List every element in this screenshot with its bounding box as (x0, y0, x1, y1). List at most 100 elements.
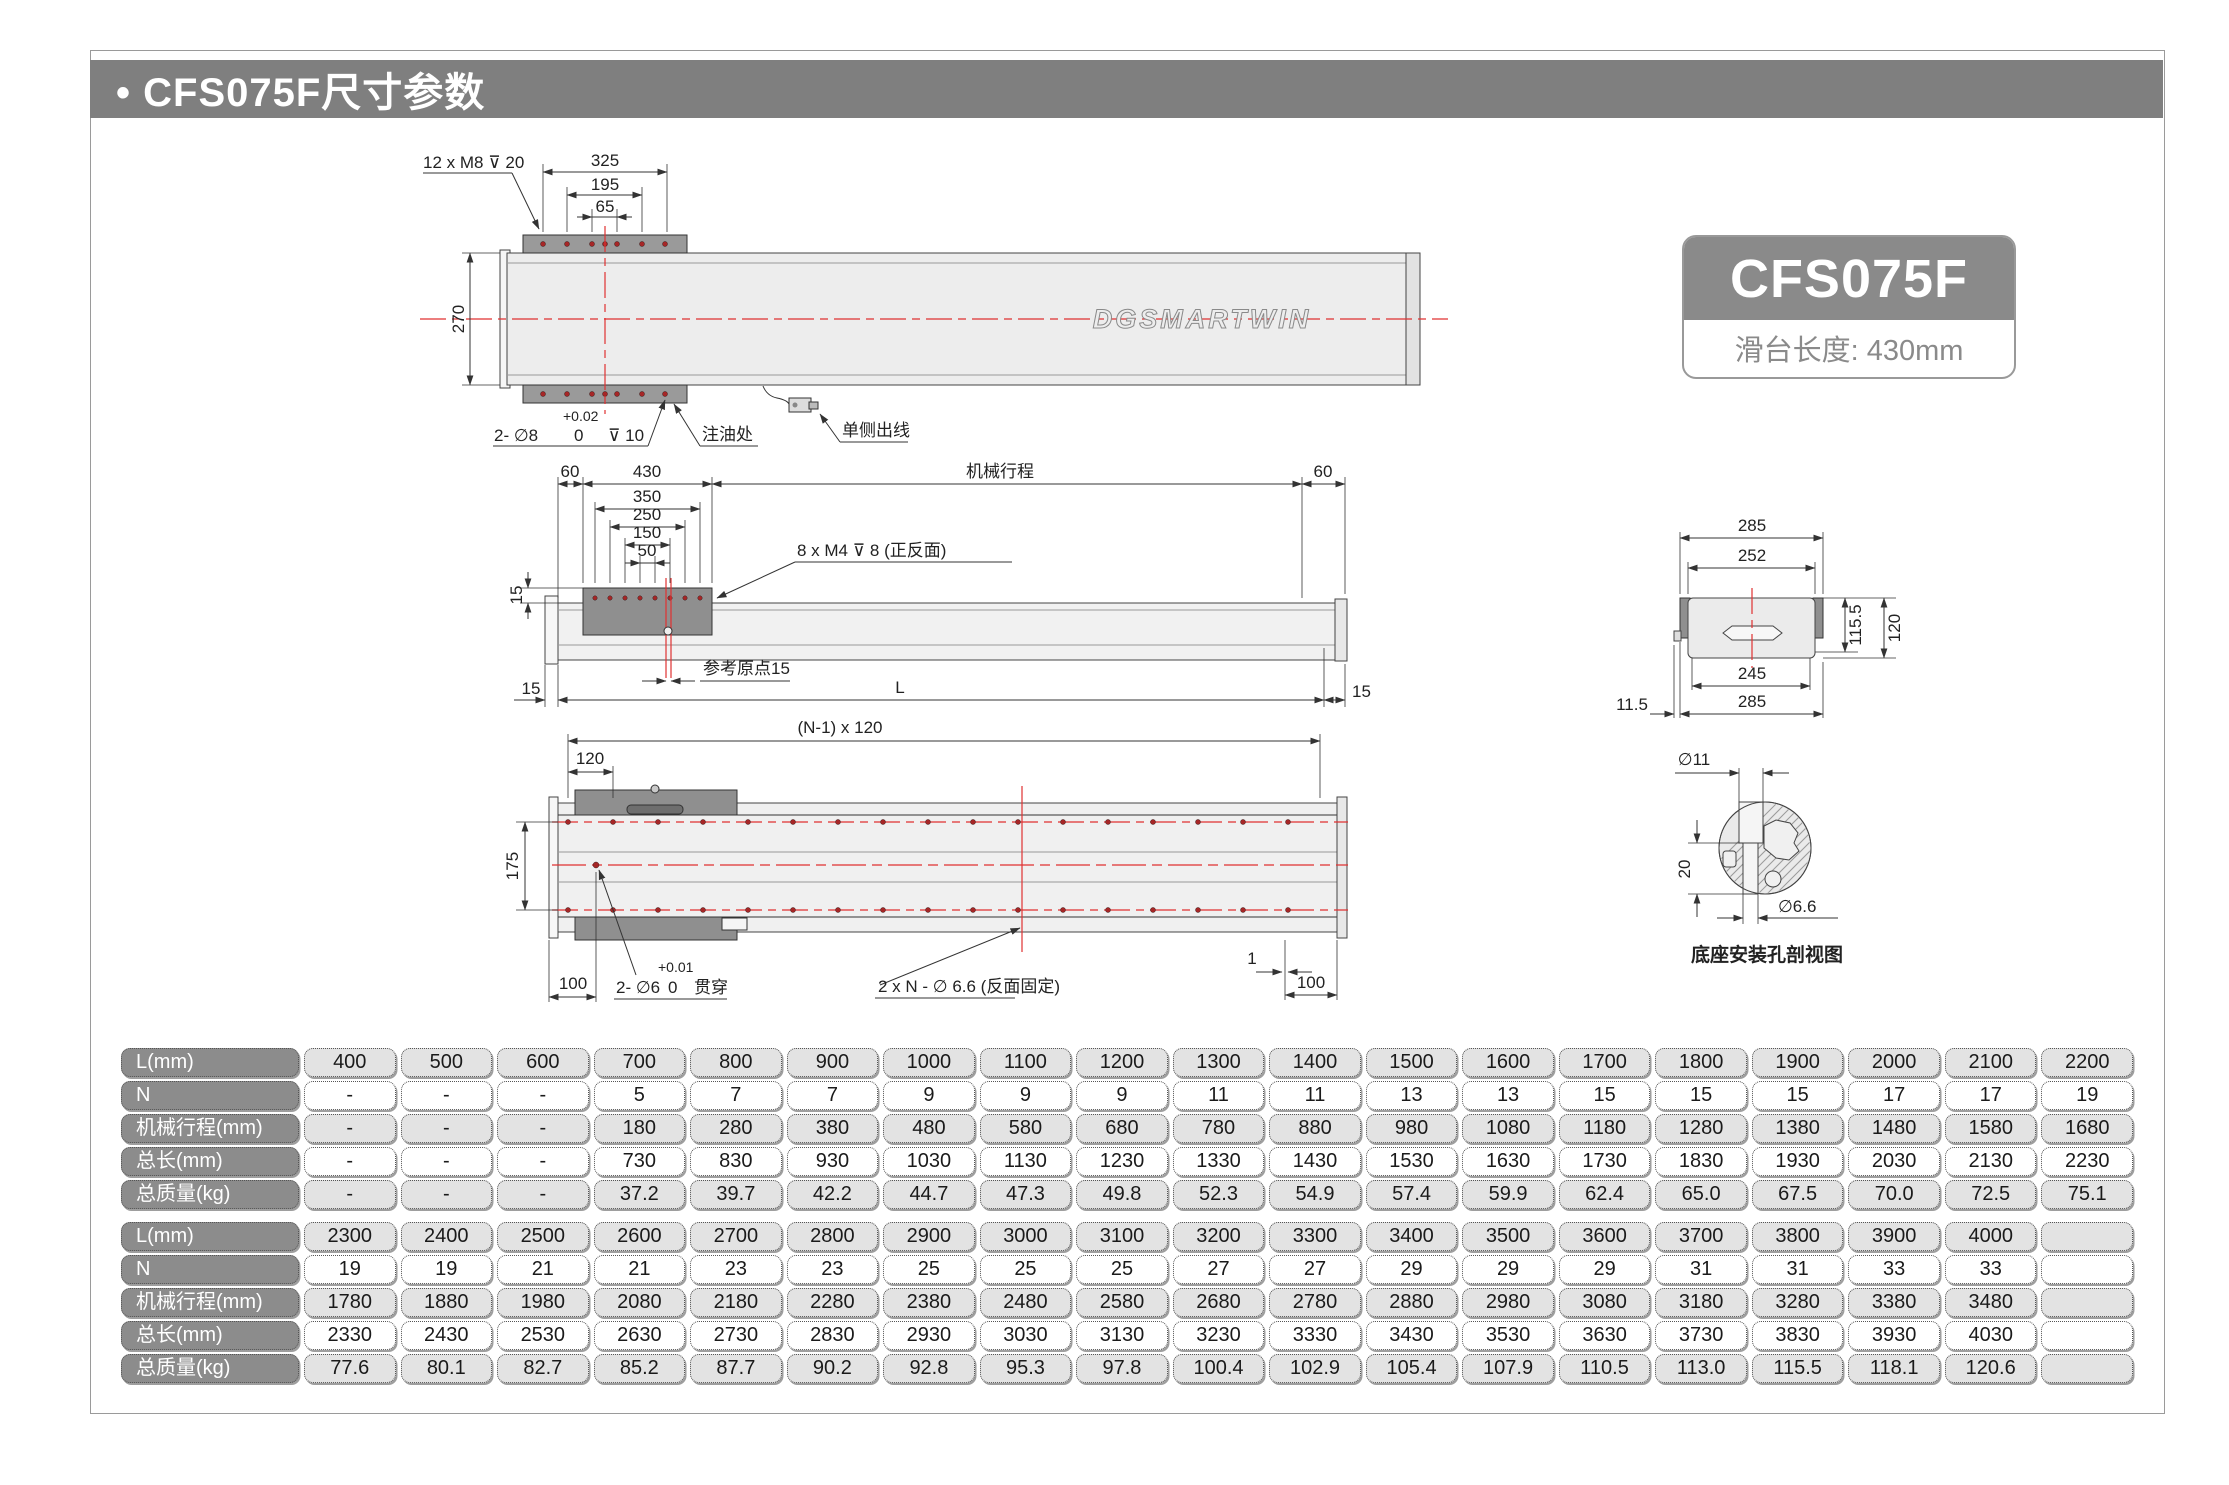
value-cell: 70.0 (1848, 1180, 1940, 1209)
drawing-bottom-view: (N-1) x 120 120 175 100 2- ∅6 +0.01 0 贯穿… (503, 718, 1348, 1002)
value-cell: 2330 (304, 1321, 396, 1350)
value-cell: 100.4 (1172, 1354, 1265, 1383)
value-cell: 1180 (1558, 1114, 1651, 1143)
value-cell: 3130 (1076, 1321, 1168, 1350)
value-cell: 1580 (1944, 1114, 2037, 1143)
value-cell: 800 (690, 1048, 782, 1077)
sensor-rail-bump (1673, 630, 1682, 642)
brand-logo: DGSMARTWIN (1093, 304, 1312, 334)
value-cell: 2000 (1848, 1048, 1940, 1077)
cable-label: 单侧出线 (842, 421, 910, 440)
value-cell: 4000 (1944, 1222, 2037, 1251)
through-hole (1742, 842, 1759, 895)
dim-120: 120 (576, 749, 604, 768)
value-cell: 62.4 (1558, 1180, 1651, 1209)
value-cell: 80.1 (400, 1354, 493, 1383)
dim-15-bottom-right: 15 (1352, 682, 1371, 701)
value-cell: 21 (497, 1255, 589, 1284)
value-cell (2041, 1222, 2133, 1251)
plate-notch (721, 917, 748, 931)
pin-tol-lower: 0 (574, 426, 583, 445)
dim-L: L (895, 678, 904, 697)
slider-length-label: 滑台长度: 430mm (1734, 334, 1964, 367)
value-cell: 77.6 (304, 1354, 396, 1383)
value-cell: 31 (1751, 1255, 1844, 1284)
value-cell: 3280 (1751, 1288, 1844, 1317)
value-cell: 3630 (1558, 1321, 1651, 1350)
value-cell: 900 (786, 1048, 879, 1077)
dim-285-top: 285 (1738, 516, 1766, 535)
value-cell: 2600 (593, 1222, 686, 1251)
model-badge: CFS075F 滑台长度: 430mm (1682, 235, 2016, 379)
hatch-pattern (1720, 803, 1810, 893)
value-cell: 780 (1172, 1114, 1265, 1143)
dimension-lines (423, 164, 908, 447)
value-cell: 4030 (1944, 1321, 2037, 1350)
value-cell: 500 (400, 1048, 493, 1077)
value-cell: 280 (690, 1114, 782, 1143)
value-cell: 3830 (1751, 1321, 1844, 1350)
small-bore (1764, 870, 1782, 888)
value-cell: 2800 (786, 1222, 879, 1251)
slider-plate-bottom (574, 916, 738, 941)
value-cell: 1630 (1462, 1147, 1554, 1176)
dimension-lines (516, 734, 1338, 1002)
value-cell: 3600 (1558, 1222, 1651, 1251)
dimension-lines (1650, 532, 1896, 718)
dim-60-right: 60 (1314, 462, 1333, 481)
value-cell: 1080 (1462, 1114, 1554, 1143)
value-cell: 2400 (400, 1222, 493, 1251)
dim-50: 50 (638, 541, 657, 560)
base-mounting-holes (565, 819, 1291, 913)
value-cell: - (304, 1081, 396, 1110)
technical-drawing: DGSMARTWIN (420, 151, 1904, 1002)
dim-15-bottom-left: 15 (522, 679, 541, 698)
value-cell: - (304, 1147, 396, 1176)
drawing-section-view: 285 252 115.5 120 245 285 11.5 (1616, 516, 1904, 718)
value-cell: 700 (593, 1048, 686, 1077)
value-cell: 9 (883, 1081, 975, 1110)
value-cell: 54.9 (1269, 1180, 1361, 1209)
hole-tol-upper: +0.01 (658, 959, 694, 975)
value-cell: 67.5 (1751, 1180, 1844, 1209)
section-title: • CFS075F尺寸参数 (116, 71, 486, 115)
value-cell: 1380 (1751, 1114, 1844, 1143)
right-end-plate (1334, 598, 1348, 662)
value-cell: 3430 (1365, 1321, 1458, 1350)
value-cell: 1430 (1269, 1147, 1361, 1176)
value-cell: 107.9 (1462, 1354, 1554, 1383)
value-cell: 7 (690, 1081, 782, 1110)
page-border (90, 50, 2165, 1414)
value-cell: 2930 (883, 1321, 975, 1350)
section-title-bar: • CFS075F尺寸参数 (90, 60, 2163, 118)
value-cell: 680 (1076, 1114, 1168, 1143)
right-end-cap (1336, 796, 1348, 939)
row-label: N (121, 1255, 299, 1284)
origin-marker (663, 626, 673, 636)
hole-through: 贯穿 (694, 978, 728, 997)
origin-label: 参考原点15 (703, 659, 790, 678)
dim-285-bottom: 285 (1738, 692, 1766, 711)
left-end-plate (544, 595, 559, 665)
value-cell: - (497, 1114, 589, 1143)
model-name: CFS075F (1684, 237, 2014, 320)
value-cell: 1530 (1365, 1147, 1458, 1176)
value-cell: 52.3 (1172, 1180, 1265, 1209)
dim-175: 175 (503, 852, 522, 880)
value-cell: 3380 (1848, 1288, 1940, 1317)
value-cell: 90.2 (786, 1354, 879, 1383)
value-cell: - (497, 1081, 589, 1110)
value-cell: 1980 (497, 1288, 589, 1317)
value-cell: 2380 (883, 1288, 975, 1317)
value-cell: 25 (883, 1255, 975, 1284)
value-cell: 1280 (1655, 1114, 1747, 1143)
value-cell: 380 (786, 1114, 879, 1143)
value-cell: 3080 (1558, 1288, 1651, 1317)
center-slot (1722, 625, 1783, 641)
pin-depth: ⊽ 10 (608, 426, 644, 445)
value-cell: 25 (1076, 1255, 1168, 1284)
value-cell: 1480 (1848, 1114, 1940, 1143)
value-cell: 2030 (1848, 1147, 1940, 1176)
